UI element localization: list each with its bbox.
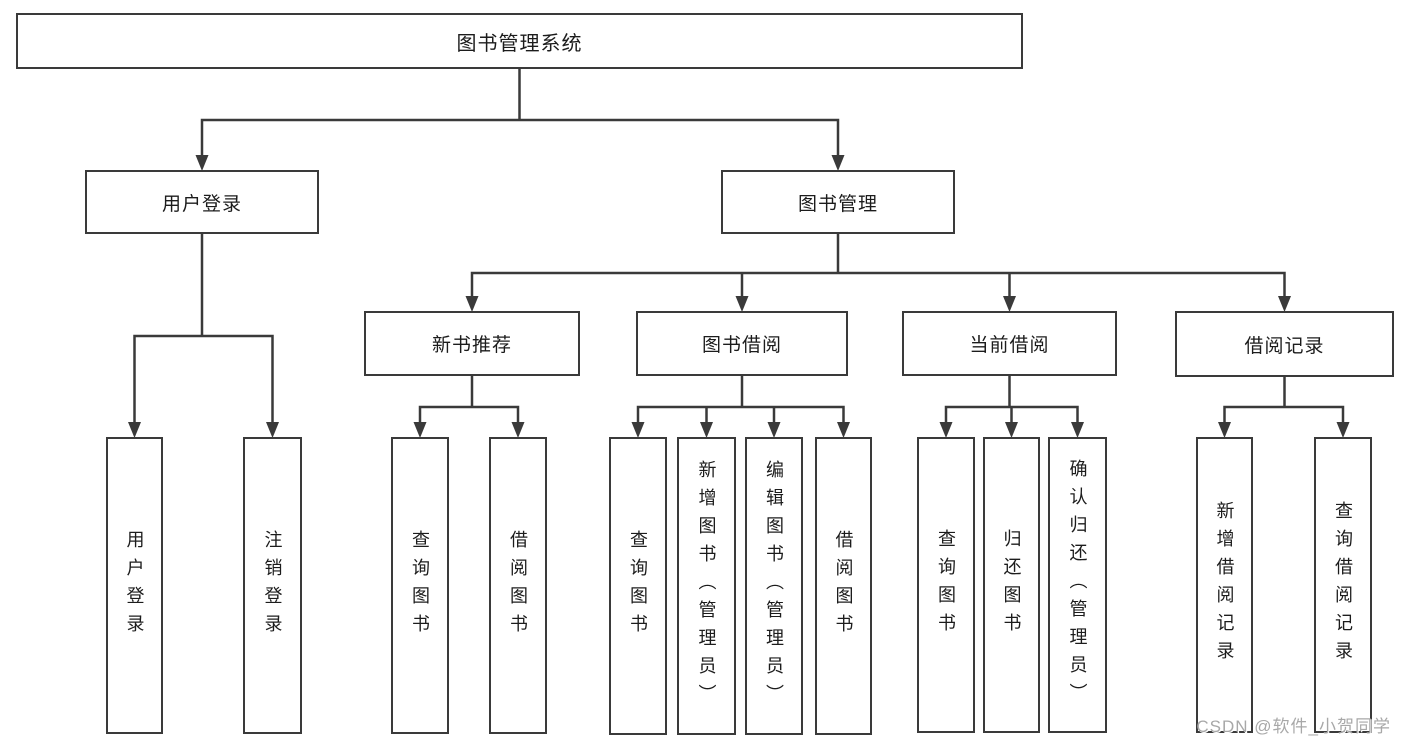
- node-user-login: 用户登录: [85, 170, 319, 234]
- node-label: 图书管理系统: [456, 32, 583, 55]
- node-label: 新增图书（管理员）: [696, 460, 717, 712]
- node-book-borrowing: 图书借阅: [636, 311, 848, 376]
- leaf-edit-books-admin: 编辑图书（管理员）: [745, 437, 803, 735]
- node-borrow-records: 借阅记录: [1175, 311, 1394, 377]
- node-label: 当前借阅: [969, 335, 1050, 356]
- node-label: 查询图书: [936, 529, 956, 641]
- node-label: 借阅记录: [1244, 335, 1325, 357]
- node-label: 借阅图书: [508, 529, 528, 642]
- node-current-borrowing: 当前借阅: [902, 311, 1117, 376]
- node-book-management: 图书管理: [721, 170, 955, 234]
- leaf-borrow-books: 借阅图书: [489, 437, 547, 734]
- leaf-confirm-return-admin: 确认归还（管理员）: [1048, 437, 1107, 733]
- leaf-query-books: 查询图书: [917, 437, 975, 733]
- node-label: 图书借阅: [701, 335, 782, 356]
- leaf-add-books-admin: 新增图书（管理员）: [677, 437, 736, 735]
- node-label: 确认归还（管理员）: [1067, 459, 1088, 711]
- node-label: 新增借阅记录: [1214, 501, 1235, 669]
- node-label: 用户登录: [161, 193, 242, 215]
- node-label: 借阅图书: [833, 530, 854, 642]
- node-label: 编辑图书（管理员）: [764, 460, 784, 712]
- leaf-query-borrow-record: 查询借阅记录: [1314, 437, 1372, 733]
- node-label: 用户登录: [124, 529, 145, 642]
- node-library-management-system: 图书管理系统: [16, 13, 1023, 69]
- leaf-logout: 注销登录: [243, 437, 302, 734]
- node-label: 归还图书: [1001, 529, 1022, 641]
- node-label: 查询图书: [628, 530, 648, 642]
- csdn-watermark: CSDN @软件_小贺同学: [1196, 717, 1391, 736]
- node-label: 查询图书: [410, 529, 430, 642]
- leaf-query-books: 查询图书: [609, 437, 667, 735]
- node-label: 查询借阅记录: [1333, 501, 1353, 669]
- leaf-return-books: 归还图书: [983, 437, 1040, 733]
- node-label: 注销登录: [262, 529, 283, 642]
- leaf-borrow-books: 借阅图书: [815, 437, 872, 735]
- node-label: 新书推荐: [431, 335, 512, 356]
- leaf-query-books: 查询图书: [391, 437, 449, 734]
- leaf-user-login: 用户登录: [106, 437, 163, 734]
- leaf-add-borrow-record: 新增借阅记录: [1196, 437, 1253, 733]
- node-label: 图书管理: [797, 193, 878, 215]
- node-new-book-recommend: 新书推荐: [364, 311, 580, 376]
